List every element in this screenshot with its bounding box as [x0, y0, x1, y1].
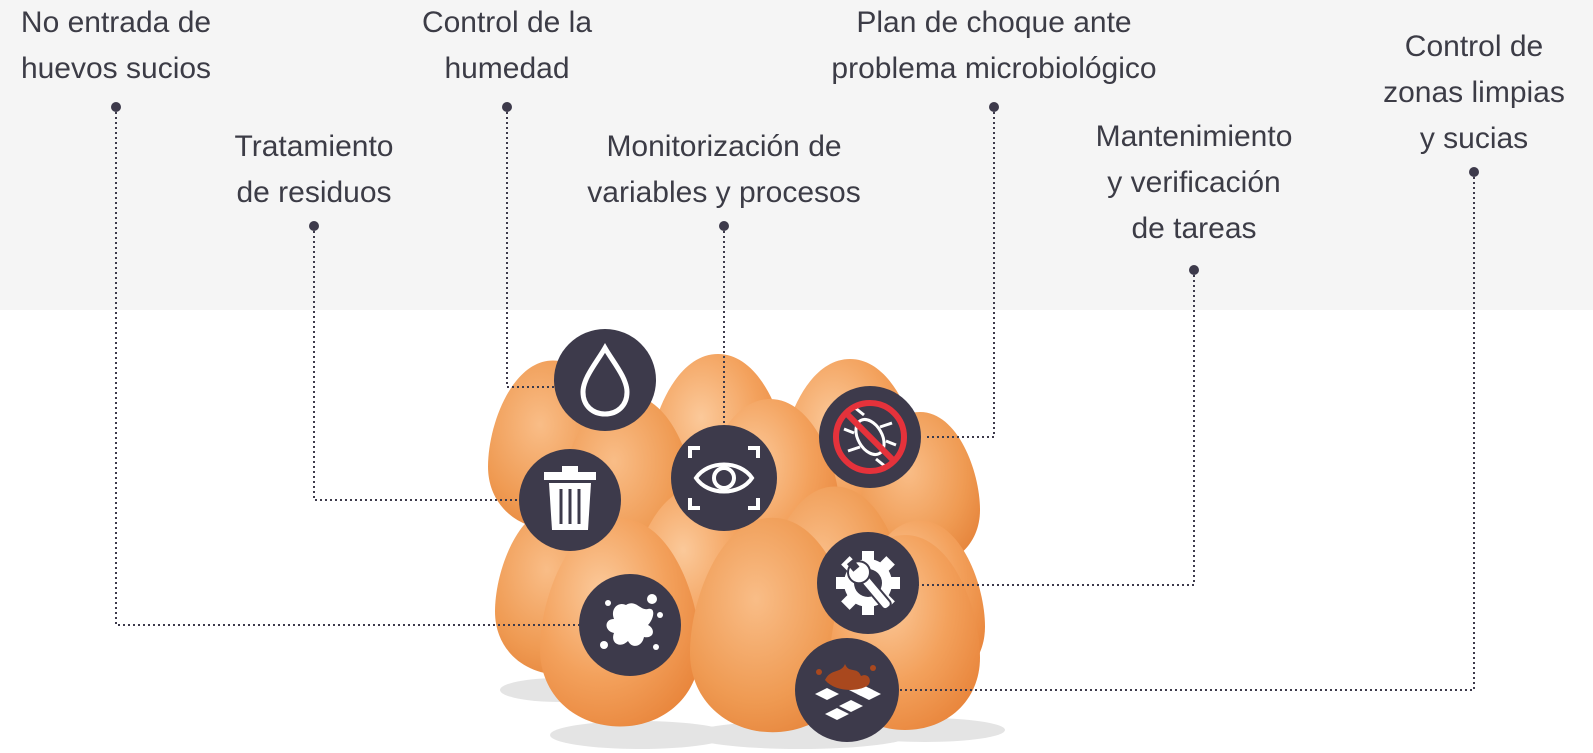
- label-line: de residuos: [236, 176, 392, 209]
- connector-humedad: [506, 107, 555, 388]
- label-line: de tareas: [1131, 212, 1257, 245]
- label-line: Control de: [1404, 30, 1544, 63]
- label-line: Mantenimiento: [1095, 120, 1293, 153]
- connector-plan-choque: [925, 107, 995, 438]
- connector-dots: [111, 102, 1479, 275]
- connector-lines: [115, 107, 1475, 691]
- label-line: Plan de choque ante: [856, 6, 1132, 39]
- label-line: zonas limpias: [1383, 76, 1565, 109]
- splash-icon: [579, 574, 681, 676]
- label-tratamiento: Tratamiento de residuos: [194, 124, 434, 216]
- label-monitorizacion: Monitorización de variables y procesos: [564, 124, 884, 216]
- label-line: variables y procesos: [587, 176, 861, 209]
- connector-tratamiento: [313, 226, 520, 501]
- label-line: Monitorización de: [606, 130, 842, 163]
- label-mantenimiento: Mantenimiento y verificación de tareas: [1074, 114, 1314, 252]
- connector-mantenimiento: [915, 270, 1195, 586]
- label-line: y sucias: [1419, 122, 1529, 155]
- header-band: [0, 0, 1593, 310]
- label-line: No entrada de: [20, 6, 212, 39]
- label-plan-choque: Plan de choque ante problema microbiológ…: [804, 0, 1184, 92]
- label-line: huevos sucios: [20, 52, 212, 85]
- dirty-floor-icon: [795, 638, 899, 742]
- label-line: Control de la: [421, 6, 593, 39]
- label-line: humedad: [444, 52, 570, 85]
- label-no-entrada: No entrada de huevos sucios: [0, 0, 232, 92]
- gear-wrench-icon: [817, 532, 919, 634]
- label-zonas: Control de zonas limpias y sucias: [1364, 24, 1584, 162]
- label-humedad: Control de la humedad: [392, 0, 622, 92]
- label-line: y verificación: [1107, 166, 1281, 199]
- eye-scan-icon: [671, 425, 777, 531]
- label-line: problema microbiológico: [831, 52, 1157, 85]
- trash-icon: [519, 449, 621, 551]
- water-drop-icon: [554, 329, 656, 431]
- no-bacteria-icon: [819, 386, 921, 488]
- label-line: Tratamiento: [234, 130, 394, 163]
